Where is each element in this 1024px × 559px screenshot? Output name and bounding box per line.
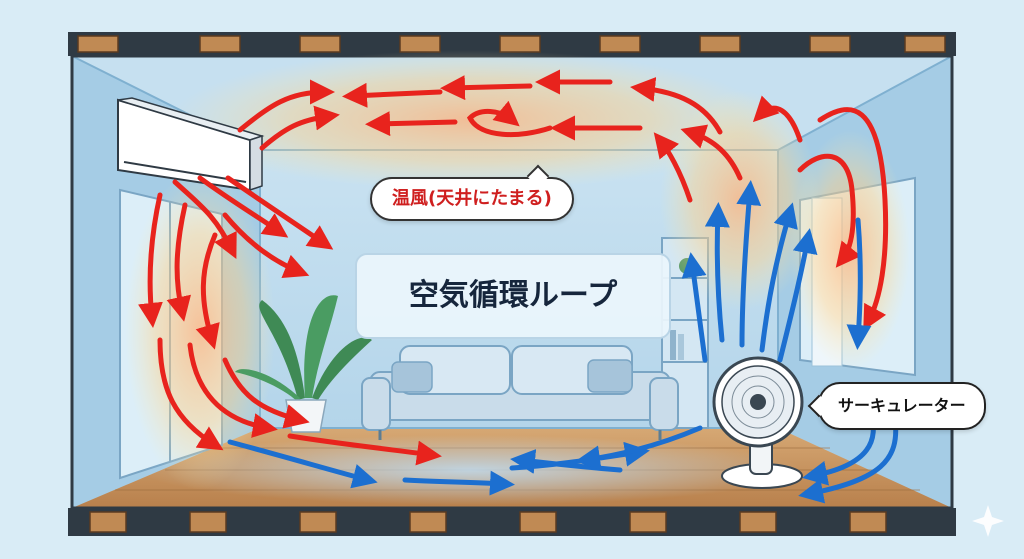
ceiling-beams — [68, 32, 956, 56]
cool-arrow — [759, 202, 798, 353]
sofa-icon — [361, 345, 679, 440]
warm-air-arrows — [138, 69, 889, 466]
warm-arrow — [195, 232, 220, 350]
circulator-fan-icon — [712, 356, 804, 489]
warm-arrow — [166, 202, 192, 322]
cool-arrow — [575, 425, 703, 471]
cool-arrow — [798, 417, 899, 504]
circulator-label: サーキュレーター — [818, 382, 986, 430]
warm-arrow — [680, 124, 743, 181]
warm-arrow — [225, 175, 334, 250]
sparkle-icon — [972, 505, 1004, 537]
cool-arrow — [777, 228, 818, 363]
cool-arrow — [704, 202, 730, 343]
warm-air-label: 温風(天井にたまる) — [370, 177, 574, 221]
warm-arrow — [197, 175, 289, 238]
warm-arrow — [630, 77, 723, 135]
warm-arrow — [342, 82, 443, 108]
warm-arrow — [259, 105, 340, 151]
warm-arrow — [797, 153, 862, 268]
cool-arrow — [846, 217, 872, 350]
warm-arrow — [440, 75, 533, 101]
warm-arrow — [138, 192, 163, 328]
warm-arrow — [653, 132, 693, 203]
warm-arrow — [287, 433, 442, 466]
warm-arrow — [157, 337, 224, 451]
warm-arrow — [752, 95, 803, 143]
cool-arrow — [402, 470, 515, 496]
cool-arrow — [510, 449, 623, 474]
warm-arrow — [466, 100, 553, 138]
cool-arrow — [736, 180, 762, 348]
cool-arrow — [227, 439, 378, 489]
warm-arrow — [237, 79, 335, 133]
warm-arrow — [817, 107, 889, 331]
warm-arrow — [187, 342, 278, 438]
warm-arrow — [365, 111, 458, 137]
air-conditioner-icon — [117, 97, 265, 192]
floor-beams — [68, 508, 956, 536]
warm-arrow — [222, 212, 310, 279]
cool-arrow — [681, 252, 708, 363]
warm-arrow — [172, 179, 237, 259]
loop-title: 空気循環ループ — [355, 253, 671, 339]
warm-arrow — [222, 357, 310, 429]
